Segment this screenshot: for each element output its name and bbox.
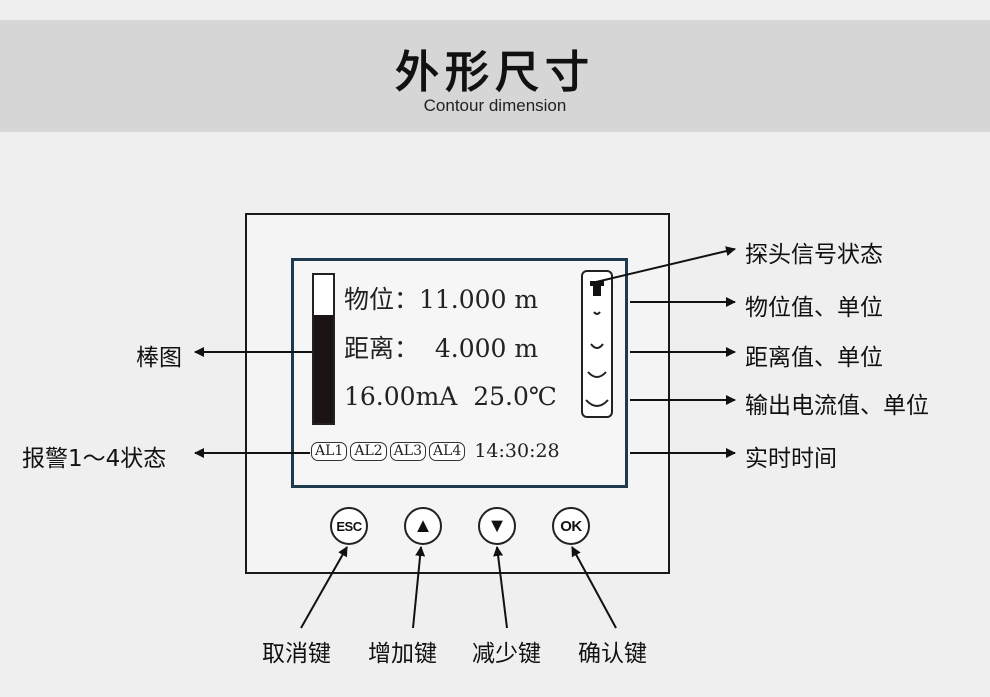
ok-button[interactable]: OK <box>552 507 590 545</box>
alarm-badge-1: AL1 <box>311 441 348 461</box>
page-subtitle: Contour dimension <box>423 96 567 115</box>
probe-signal-icon <box>585 281 609 407</box>
alarm-status-row: AL1 AL2 AL3 AL4 14:30:28 <box>311 440 560 462</box>
label-distance-value: 距离值、单位 <box>745 345 883 371</box>
label-level-value: 物位值、单位 <box>745 295 883 321</box>
label-bar-graph: 棒图 <box>136 345 182 371</box>
level-readout: 物位：11.000 m <box>344 285 539 314</box>
alarm-badge-2: AL2 <box>350 441 387 461</box>
bar-graph-fill <box>314 314 333 423</box>
current-temp-readout: 16.00mA 25.0℃ <box>344 382 557 411</box>
esc-button-label: ESC <box>336 518 362 534</box>
up-arrow-icon: ▲ <box>413 514 433 537</box>
bar-graph <box>312 273 335 425</box>
callout-ok-key <box>571 546 617 629</box>
ok-button-label: OK <box>560 517 582 535</box>
distance-readout: 距离： 4.000 m <box>344 334 539 363</box>
label-up-key: 增加键 <box>368 641 437 667</box>
callout-down-key <box>493 546 508 629</box>
label-ok-key: 确认键 <box>578 641 647 667</box>
label-alarm-status: 报警1～4状态 <box>22 446 167 472</box>
label-realtime: 实时时间 <box>745 446 837 472</box>
alarm-badge-3: AL3 <box>389 441 426 461</box>
probe-signal-indicator <box>581 270 613 418</box>
label-down-key: 减少键 <box>472 641 541 667</box>
clock-readout: 14:30:28 <box>474 440 560 462</box>
down-button[interactable]: ▼ <box>478 507 516 545</box>
label-esc-key: 取消键 <box>262 641 331 667</box>
callout-up-key <box>412 546 426 629</box>
header-banner <box>0 20 990 132</box>
down-arrow-icon: ▼ <box>487 514 507 537</box>
callout-esc-key <box>300 546 348 629</box>
label-output-current: 输出电流值、单位 <box>745 393 929 419</box>
up-button[interactable]: ▲ <box>404 507 442 545</box>
callout-probe-signal <box>595 246 736 283</box>
esc-button[interactable]: ESC <box>330 507 368 545</box>
label-probe-signal: 探头信号状态 <box>745 242 883 268</box>
page-title: 外形尺寸 <box>395 47 595 98</box>
alarm-badge-4: AL4 <box>428 441 466 461</box>
